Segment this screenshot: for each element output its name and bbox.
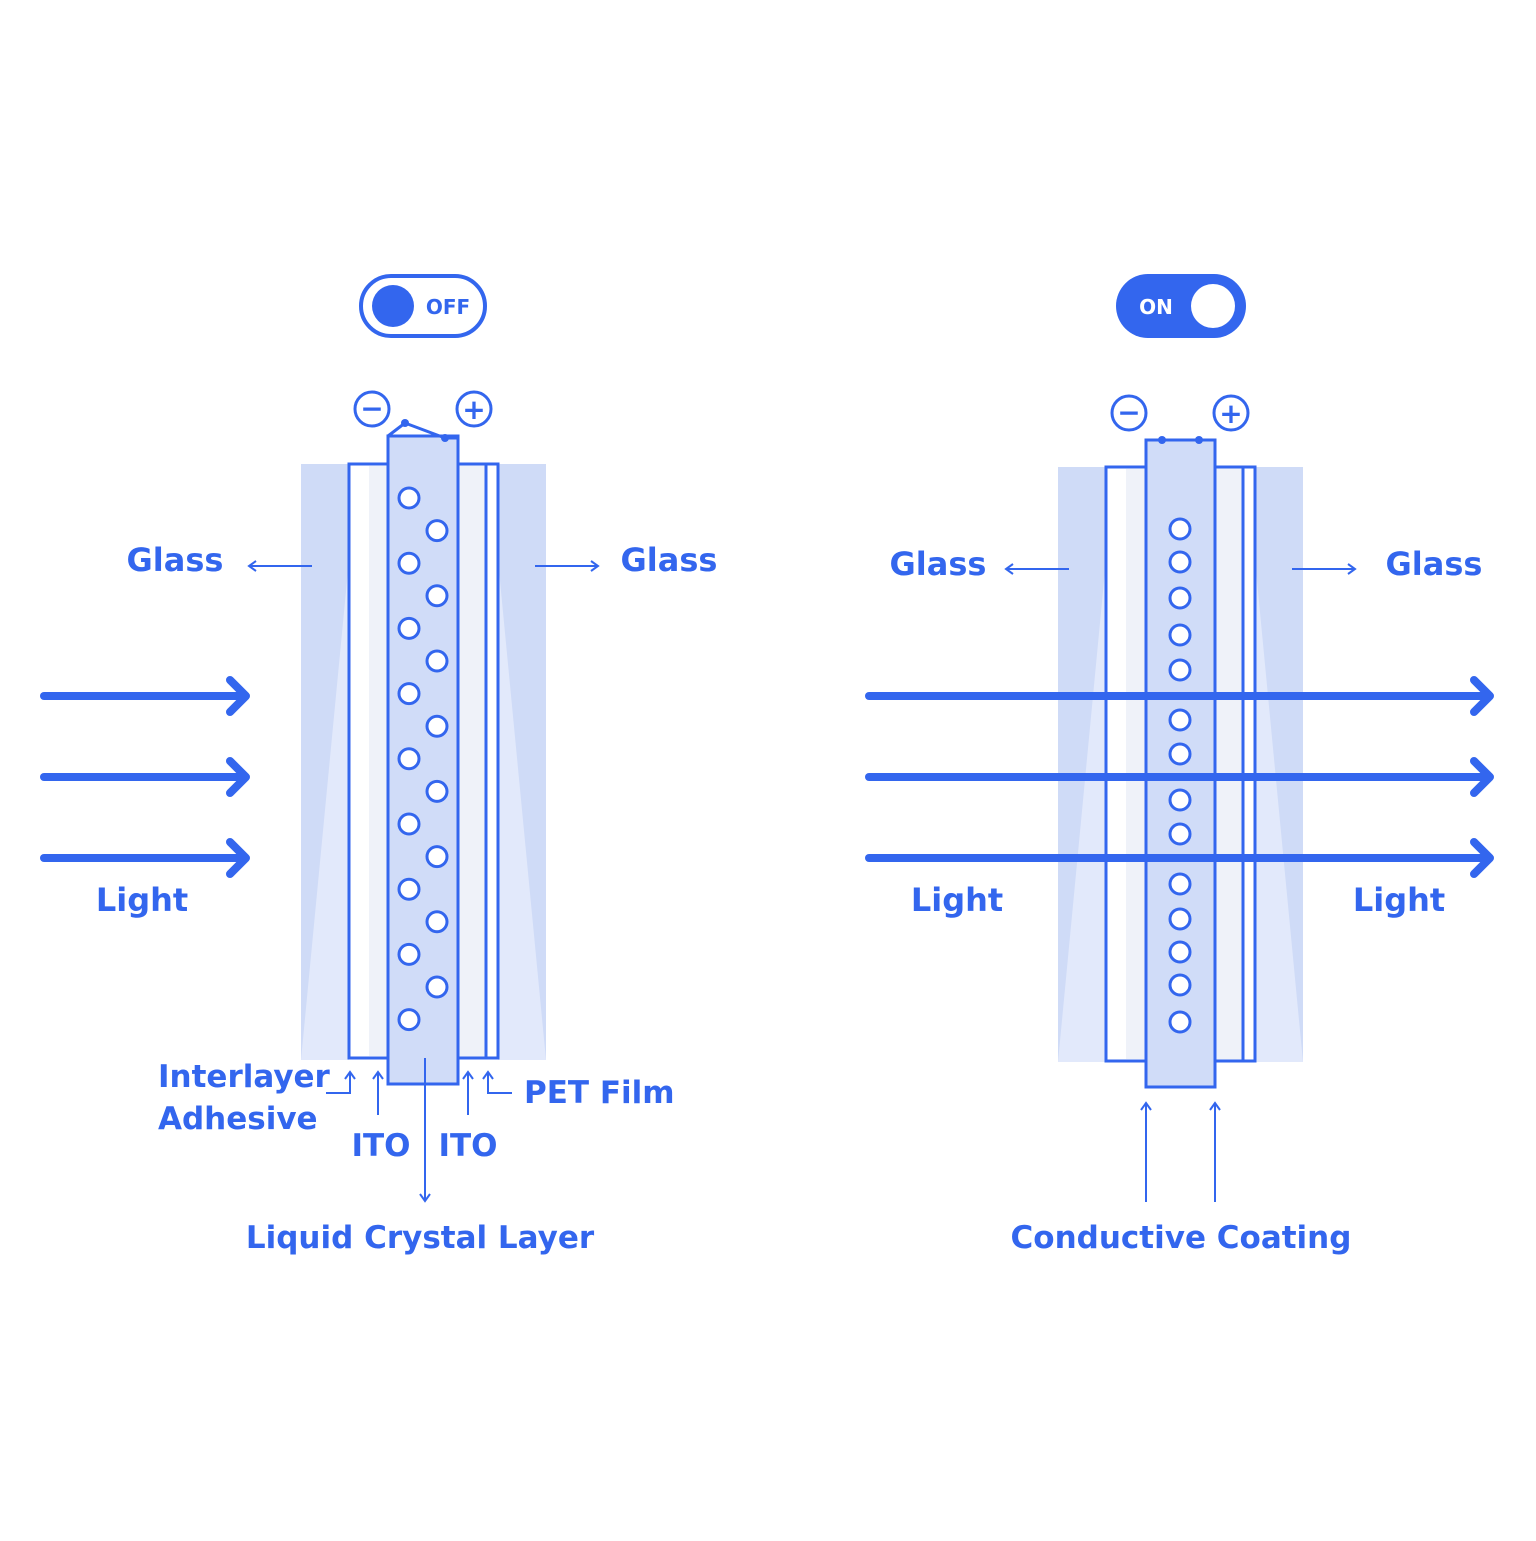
on-glass-right-shade [1255, 560, 1303, 1062]
off-plus-terminal: + [455, 390, 493, 428]
off-lc-molecules [397, 486, 449, 1032]
off-lc-molecule [425, 975, 449, 999]
off-lc-molecule [397, 486, 421, 510]
off-toggle-knob[interactable] [372, 285, 414, 327]
on-plus-terminal: + [1212, 394, 1250, 432]
on-lc-molecules [1168, 517, 1192, 1034]
off-ito-right-label: ITO [438, 1128, 497, 1164]
on-lc-molecule [1168, 940, 1192, 964]
off-glass-left-label: Glass [127, 541, 224, 579]
off-pet-film [484, 462, 500, 1060]
off-light-arrows [40, 676, 250, 878]
off-state-panel: OFF − + Glass [40, 274, 718, 1256]
on-light-arrow [865, 838, 1494, 878]
off-lc-pointer [419, 1058, 431, 1203]
on-glass-left-pointer [1004, 563, 1069, 575]
off-lc-molecule [425, 584, 449, 608]
on-toggle-knob[interactable] [1191, 284, 1235, 328]
on-conductive-pointer-left [1140, 1101, 1152, 1202]
off-light-arrow [40, 676, 250, 716]
off-lc-molecule [425, 649, 449, 673]
off-lc-molecule [397, 616, 421, 640]
off-ito-left-label: ITO [351, 1128, 410, 1164]
on-light-left-label: Light [911, 881, 1003, 919]
on-lc-molecule [1168, 658, 1192, 682]
off-minus-terminal: − [353, 390, 391, 428]
off-toggle-switch[interactable]: OFF [359, 274, 487, 338]
on-lc-molecule [1168, 907, 1192, 931]
off-lc-molecule [397, 551, 421, 575]
on-lc-molecule [1168, 973, 1192, 997]
off-lc-molecule [397, 1008, 421, 1032]
on-toggle-label: ON [1139, 295, 1173, 319]
on-ito-right-film [1213, 465, 1245, 1063]
off-lc-label: Liquid Crystal Layer [246, 1220, 595, 1256]
on-ito-left-film [1126, 469, 1145, 1059]
off-minus-symbol: − [360, 392, 383, 425]
off-lc-molecule [425, 714, 449, 738]
on-light-arrow [865, 757, 1494, 797]
off-glass-right-pointer [535, 560, 600, 572]
off-glass-left-pointer [247, 560, 312, 572]
off-lc-molecule [425, 779, 449, 803]
off-lc-molecule [397, 942, 421, 966]
on-light-arrows [865, 676, 1494, 878]
off-light-label: Light [96, 881, 188, 919]
off-ito-left-film [369, 466, 388, 1056]
off-ito-left-pointer [372, 1070, 384, 1115]
on-lc-molecule [1168, 517, 1192, 541]
on-minus-symbol: − [1117, 396, 1140, 429]
off-toggle-label: OFF [426, 295, 470, 319]
off-ito-right-pointer [462, 1070, 474, 1115]
on-glass-right-pointer [1292, 563, 1357, 575]
on-lc-molecule [1168, 1010, 1192, 1034]
off-glass-left-shade [301, 560, 349, 1060]
on-lc-molecule [1168, 550, 1192, 574]
off-pet-pointer [482, 1070, 512, 1094]
on-circuit [1146, 436, 1215, 444]
on-lc-molecule [1168, 788, 1192, 812]
on-pet-film [1241, 465, 1257, 1063]
off-interlayer-label-line1: Interlayer [158, 1059, 331, 1095]
on-minus-terminal: − [1110, 394, 1148, 432]
on-lc-molecule [1168, 742, 1192, 766]
off-lc-molecule [397, 682, 421, 706]
off-open-switch [404, 421, 446, 440]
on-light-arrow [865, 676, 1494, 716]
off-light-arrow [40, 757, 250, 797]
off-interlayer-pointer [326, 1070, 356, 1094]
on-lc-molecule [1168, 708, 1192, 732]
on-lc-molecule [1168, 872, 1192, 896]
off-glass-right-shade [498, 560, 546, 1060]
on-conductive-label: Conductive Coating [1011, 1220, 1352, 1256]
on-state-panel: ON − + Glass [865, 274, 1494, 1256]
on-conductive-pointer-right [1209, 1101, 1221, 1202]
off-lc-molecule [397, 877, 421, 901]
on-lc-molecule [1168, 623, 1192, 647]
on-plus-symbol: + [1219, 397, 1242, 430]
off-lc-molecule [425, 519, 449, 543]
off-circuit [387, 419, 458, 442]
off-ito-right-film [456, 462, 488, 1060]
off-light-arrow [40, 838, 250, 878]
off-lc-molecule [397, 747, 421, 771]
on-light-right-label: Light [1353, 881, 1445, 919]
on-glass-left-label: Glass [890, 545, 987, 583]
on-lc-molecule [1168, 822, 1192, 846]
off-lc-molecule [425, 845, 449, 869]
off-lc-molecule [397, 812, 421, 836]
off-plus-symbol: + [462, 393, 485, 426]
on-toggle-switch[interactable]: ON [1116, 274, 1246, 338]
on-glass-left-shade [1058, 560, 1106, 1062]
on-glass-right-label: Glass [1386, 545, 1483, 583]
off-pet-label: PET Film [524, 1075, 675, 1111]
off-glass-right-label: Glass [621, 541, 718, 579]
off-interlayer-label-line2: Adhesive [158, 1101, 318, 1137]
on-lc-molecule [1168, 586, 1192, 610]
off-lc-molecule [425, 910, 449, 934]
